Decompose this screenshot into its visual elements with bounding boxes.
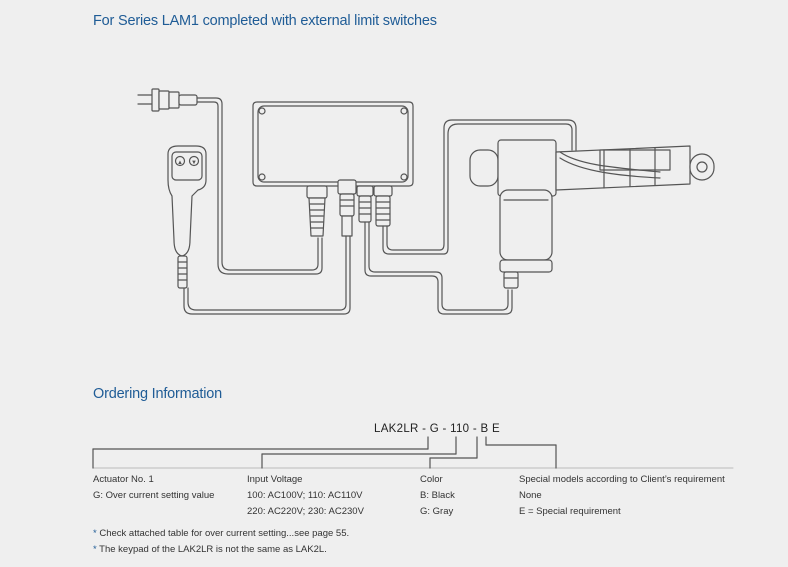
footnote: * The keypad of the LAK2LR is not the sa… <box>93 544 327 555</box>
footnotes: * Check attached table for over current … <box>93 526 349 558</box>
power-plug-icon <box>137 88 198 112</box>
actuator-column: Actuator No. 1 G: Over current setting v… <box>93 472 214 504</box>
column-line: E = Special requirement <box>519 506 621 517</box>
column-heading: Input Voltage <box>247 474 303 485</box>
order-code-brackets <box>92 436 734 469</box>
column-heading: Actuator No. 1 <box>93 474 154 485</box>
column-line: 220: AC220V; 230: AC230V <box>247 506 364 517</box>
column-line: 100: AC100V; 110: AC110V <box>247 490 363 501</box>
control-box <box>252 101 414 187</box>
down-button-icon <box>188 155 200 167</box>
order-code-part: 110 <box>450 423 470 435</box>
column-heading: Color <box>420 474 443 485</box>
svg-text:▲: ▲ <box>177 160 183 166</box>
box-connectors <box>306 179 393 237</box>
order-code-part: G <box>429 423 440 435</box>
order-code-part: B <box>480 423 489 435</box>
special-column: Special models according to Client’s req… <box>519 472 725 520</box>
hand-pendant <box>167 145 207 289</box>
column-heading: Special models according to Client’s req… <box>519 474 725 485</box>
column-line: B: Black <box>420 490 455 501</box>
order-code-part: E <box>491 423 500 435</box>
column-line: G: Over current setting value <box>93 490 215 501</box>
column-line: None <box>519 490 542 501</box>
ordering-title: Ordering Information <box>93 386 222 402</box>
linear-actuator <box>469 139 715 289</box>
order-code: LAK2LR - G - 110 - B E <box>374 423 500 435</box>
svg-text:▼: ▼ <box>191 160 197 166</box>
voltage-column: Input Voltage 100: AC100V; 110: AC110V 2… <box>247 472 364 520</box>
up-button-icon <box>174 155 186 167</box>
order-code-base: LAK2LR <box>374 423 419 435</box>
column-line: G: Gray <box>420 506 454 517</box>
footnote: * Check attached table for over current … <box>93 528 350 539</box>
color-column: Color B: Black G: Gray <box>420 472 455 520</box>
diagram-title: For Series LAM1 completed with external … <box>93 13 437 29</box>
